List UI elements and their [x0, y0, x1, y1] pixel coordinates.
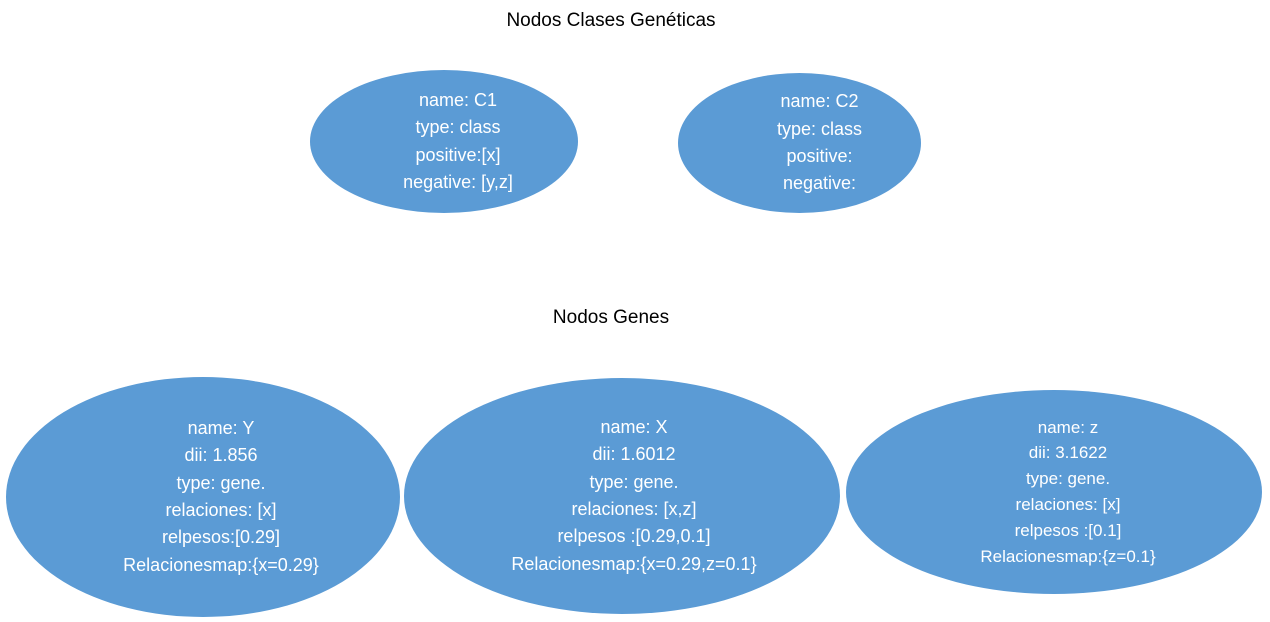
node-line-name: name: C2: [780, 91, 859, 112]
gene-node-z-text: name: z dii: 3.1622 type: gene. relacion…: [980, 415, 1155, 570]
node-line-relaciones: relaciones: [x,z]: [571, 499, 697, 519]
node-line-positive: positive:[x]: [415, 144, 501, 165]
gene-node-y-text: name: Y dii: 1.856 type: gene. relacione…: [123, 415, 319, 579]
node-line-relpesos: relpesos :[0.29,0.1]: [557, 526, 711, 547]
class-node-c1-text: name: C1 type: class positive:[x] negati…: [403, 87, 513, 196]
node-line-name: name: Y: [187, 417, 255, 438]
node-line-negative: negative:: [782, 173, 857, 194]
node-line-relacionesmap: Relacionesmap:{x=0.29}: [123, 554, 319, 575]
node-line-type: type: gene.: [1025, 469, 1111, 489]
class-node-c2[interactable]: name: C2 type: class positive: negative:: [678, 73, 921, 213]
node-line-relaciones: relaciones: [x]: [1015, 495, 1121, 514]
node-line-negative: negative: [y,z]: [403, 171, 513, 192]
node-line-dii: dii: 1.6012: [592, 444, 676, 465]
node-line-relacionesmap: Relacionesmap:{x=0.29,z=0.1}: [511, 553, 757, 574]
gene-node-x[interactable]: name: X dii: 1.6012 type: gene. relacion…: [404, 378, 840, 614]
node-line-relacionesmap: Relacionesmap:{z=0.1}: [980, 546, 1156, 566]
node-line-name: name: C1: [418, 89, 498, 110]
gene-node-z[interactable]: name: z dii: 3.1622 type: gene. relacion…: [846, 390, 1262, 594]
gene-node-x-text: name: X dii: 1.6012 type: gene. relacion…: [511, 414, 756, 578]
node-line-name: name: X: [600, 416, 668, 437]
section-title-classes: Nodos Clases Genéticas: [506, 10, 716, 31]
node-line-positive: positive:: [786, 146, 853, 166]
gene-node-y[interactable]: name: Y dii: 1.856 type: gene. relacione…: [6, 377, 400, 617]
node-line-name: name: z: [1037, 417, 1099, 437]
node-line-relpesos: relpesos:[0.29]: [161, 527, 281, 548]
section-title-genes: Nodos Genes: [552, 307, 670, 328]
class-node-c1[interactable]: name: C1 type: class positive:[x] negati…: [310, 70, 578, 213]
node-line-type: type: gene.: [176, 472, 266, 493]
node-line-relpesos: relpesos :[0.1]: [1014, 520, 1122, 540]
node-line-relaciones: relaciones: [x]: [165, 500, 277, 520]
node-line-type: type: class: [776, 118, 863, 139]
node-line-dii: dii: 1.856: [184, 445, 258, 466]
class-node-c2-text: name: C2 type: class positive: negative:: [777, 88, 862, 197]
node-line-type: type: gene.: [589, 471, 679, 492]
node-line-type: type: class: [415, 117, 501, 138]
node-line-dii: dii: 3.1622: [1028, 443, 1108, 463]
